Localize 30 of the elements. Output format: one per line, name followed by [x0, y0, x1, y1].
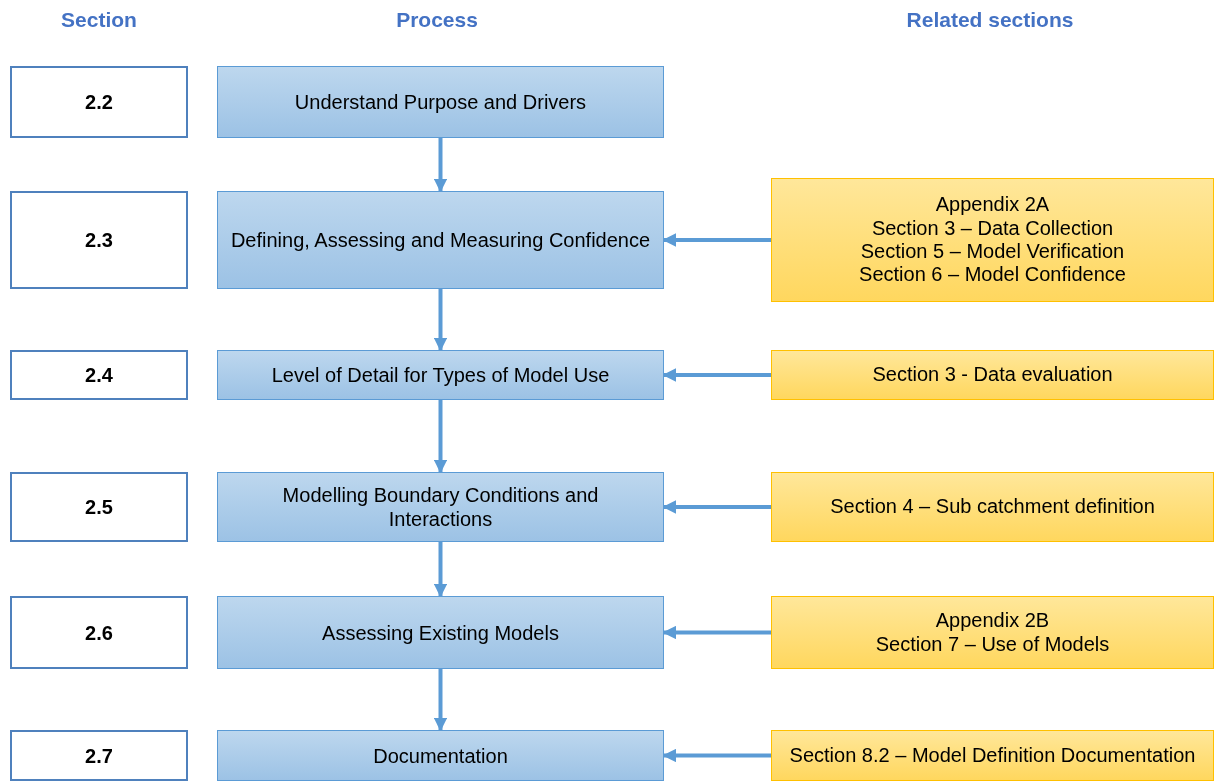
column-header: Section [61, 8, 137, 32]
process-box: Modelling Boundary Conditions and Interactions [217, 472, 664, 542]
related-sections-box: Section 8.2 – Model Definition Documentation [771, 730, 1214, 781]
related-sections-box: Appendix 2A Section 3 – Data Collection Section 5 – Model Verification Section 6 – Model Confidence [771, 178, 1214, 302]
process-box: Assessing Existing Models [217, 596, 664, 669]
section-number-box: 2.5 [10, 472, 188, 542]
arrow [662, 500, 771, 514]
arrow [433, 669, 448, 732]
section-number-box: 2.6 [10, 596, 188, 669]
column-header: Related sections [906, 8, 1074, 32]
arrow [433, 138, 448, 193]
arrow [433, 400, 448, 474]
section-number-box: 2.7 [10, 730, 188, 781]
process-box: Documentation [217, 730, 664, 781]
process-box: Level of Detail for Types of Model Use [217, 350, 664, 400]
process-box: Defining, Assessing and Measuring Confidence [217, 191, 664, 289]
process-box: Understand Purpose and Drivers [217, 66, 664, 138]
related-sections-box: Section 4 – Sub catchment definition [771, 472, 1214, 542]
related-sections-box: Section 3 - Data evaluation [771, 350, 1214, 400]
arrow [662, 748, 771, 763]
column-header: Process [396, 8, 478, 32]
section-number-box: 2.3 [10, 191, 188, 289]
section-number-box: 2.4 [10, 350, 188, 400]
arrow [662, 233, 771, 247]
arrow [433, 542, 448, 598]
arrow [433, 289, 448, 352]
arrow [662, 625, 771, 640]
arrow [662, 368, 771, 382]
section-number-box: 2.2 [10, 66, 188, 138]
related-sections-box: Appendix 2B Section 7 – Use of Models [771, 596, 1214, 669]
